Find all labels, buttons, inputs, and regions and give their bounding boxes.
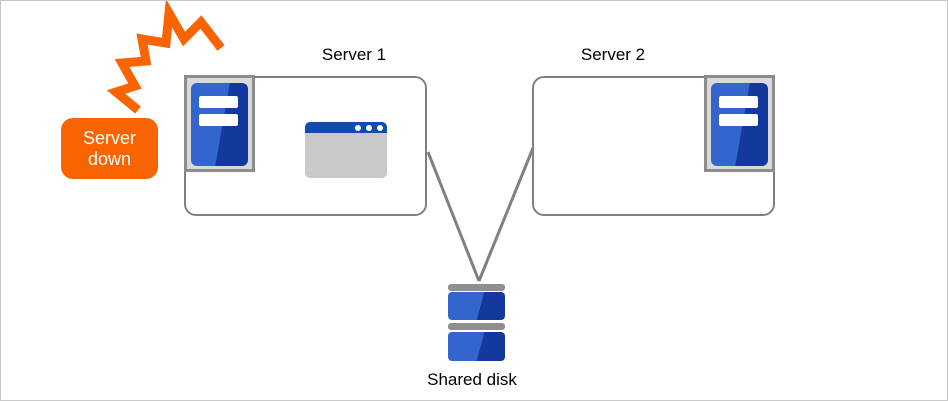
connector-server1-disk xyxy=(426,151,481,282)
application-window-icon xyxy=(305,122,387,178)
server-tower-slot xyxy=(719,114,758,126)
disk-cap xyxy=(448,323,505,330)
shared-disk-label: Shared disk xyxy=(427,370,517,389)
application-window-titlebar xyxy=(305,122,387,133)
server-tower-slot xyxy=(199,114,238,126)
window-button-icon xyxy=(377,124,383,131)
disk-stack-icon xyxy=(448,284,505,361)
server-tower-slot xyxy=(719,96,758,108)
disk-platter xyxy=(448,292,505,320)
server-tower-icon xyxy=(704,75,775,172)
application-window-body xyxy=(305,133,387,178)
server-down-text-line1: Server xyxy=(82,127,136,148)
server2-label: Server 2 xyxy=(580,45,646,64)
disk-cap xyxy=(448,284,505,291)
server-tower-body xyxy=(711,83,768,166)
window-button-icon xyxy=(355,124,361,131)
disk-platter xyxy=(448,332,505,361)
server-down-callout: Server down xyxy=(61,118,158,179)
server-tower-icon xyxy=(184,75,255,172)
server1-label: Server 1 xyxy=(321,45,387,64)
connector-server2-disk xyxy=(477,147,535,282)
window-button-icon xyxy=(366,124,372,131)
server-tower-body xyxy=(191,83,248,166)
server-tower-slot xyxy=(199,96,238,108)
server-down-text-line2: down xyxy=(87,148,132,169)
